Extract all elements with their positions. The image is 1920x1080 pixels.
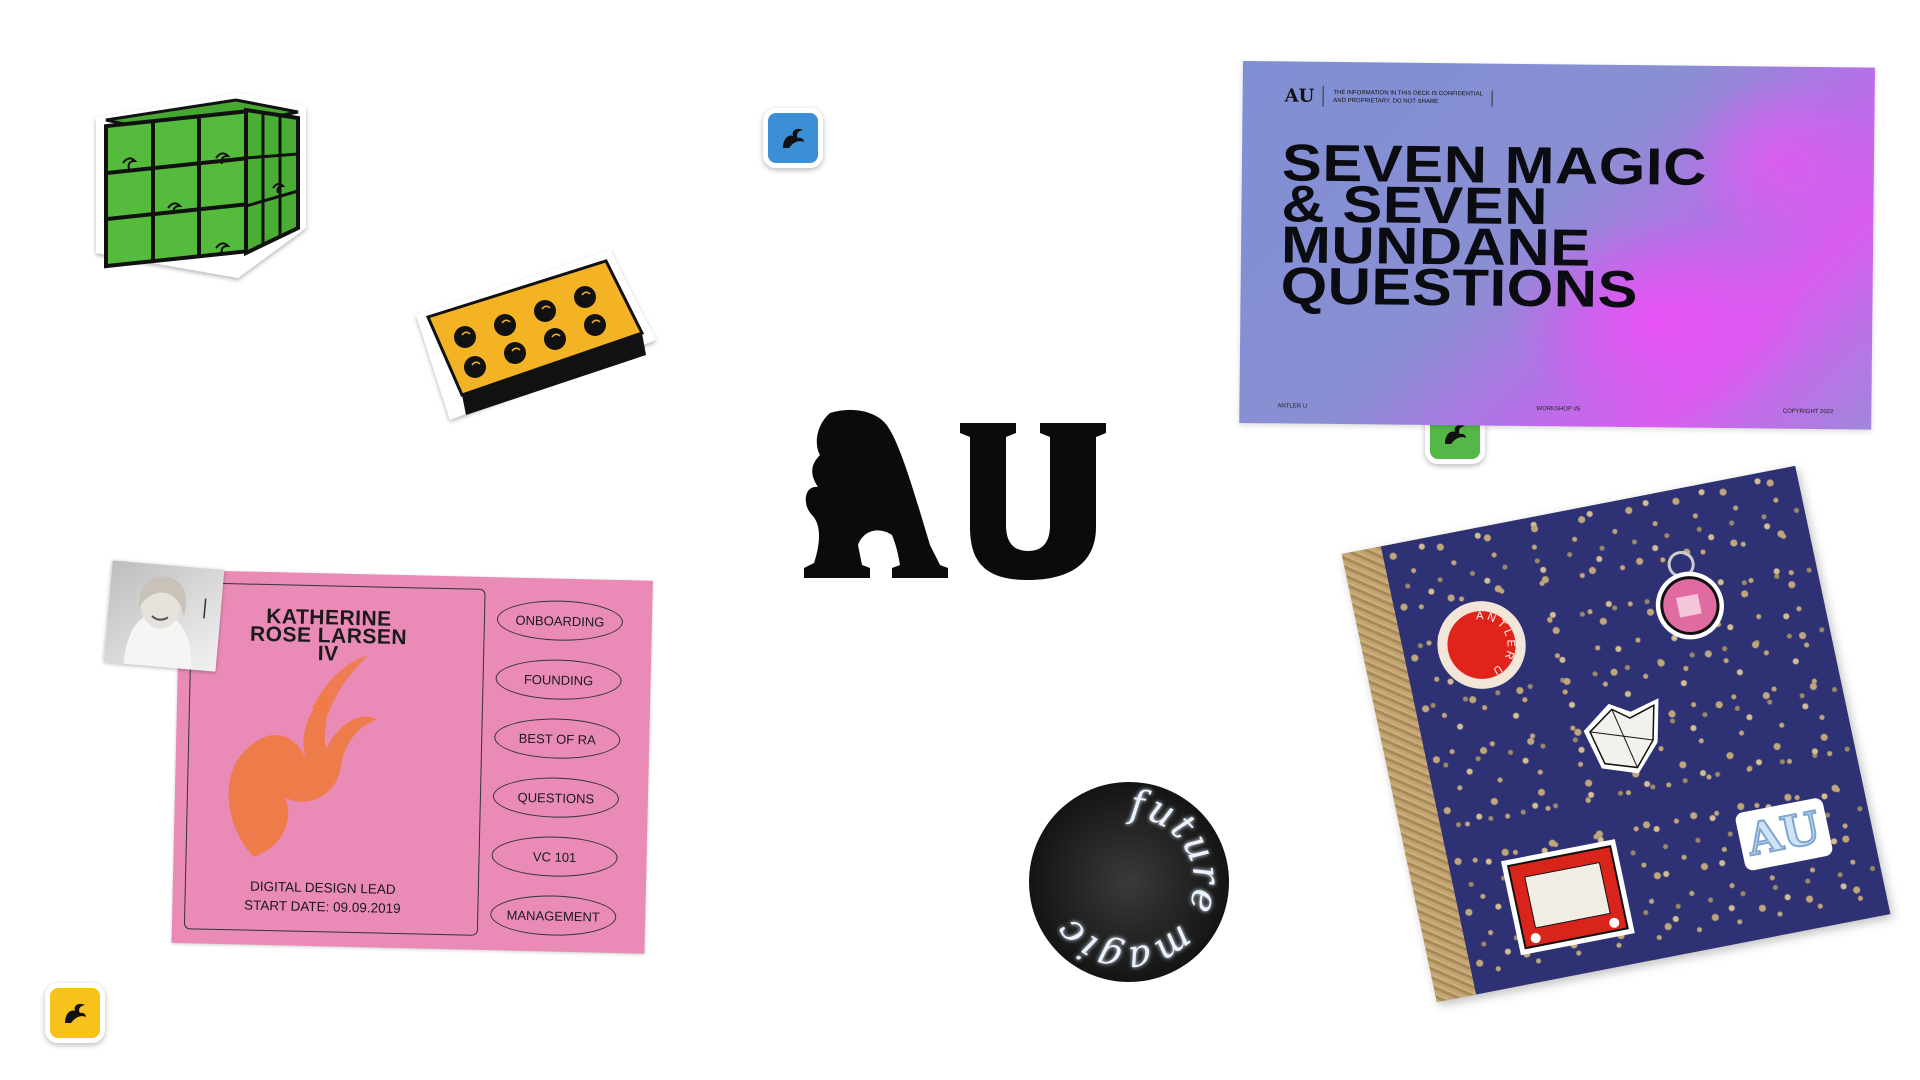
antler-sticker-blue bbox=[763, 108, 823, 168]
slide-footer-center: WORKSHOP #5 bbox=[1536, 406, 1581, 413]
slide-header-note: THE INFORMATION IN THIS DECK IS CONFIDEN… bbox=[1333, 88, 1493, 107]
slide-footer-right: COPYRIGHT 2022 bbox=[1782, 408, 1834, 416]
cube-sticker bbox=[96, 93, 306, 278]
etch-sketch-sticker bbox=[1500, 839, 1635, 956]
slide-footer-left: ANTLER U bbox=[1277, 403, 1308, 410]
course-pill-management: MANAGEMENT bbox=[489, 894, 617, 937]
antler-icon bbox=[783, 128, 804, 148]
future-magic-neon-badge: future magic bbox=[1025, 778, 1233, 986]
paper-fortune-teller-sticker bbox=[1583, 698, 1659, 774]
portrait-image bbox=[103, 560, 225, 672]
employee-photo bbox=[103, 560, 225, 672]
antler-icon bbox=[1445, 424, 1466, 444]
course-pill-founding: FOUNDING bbox=[495, 658, 623, 702]
employee-role-block: DIGITAL DESIGN LEAD START DATE: 09.09.20… bbox=[192, 875, 453, 919]
id-card: KATHERINE ROSE LARSEN IV DIGITAL DESIGN … bbox=[171, 570, 653, 956]
presentation-slide: AU THE INFORMATION IN THIS DECK IS CONFI… bbox=[1239, 61, 1875, 430]
antler-u-pin: ANTLER U bbox=[1437, 601, 1526, 689]
composition-notebook: ANTLER U AU bbox=[1341, 465, 1891, 1003]
slide-header: AU THE INFORMATION IN THIS DECK IS CONFI… bbox=[1284, 85, 1493, 108]
slide-title: SEVEN MAGIC & SEVEN MUNDANE QUESTIONS bbox=[1280, 134, 1875, 320]
brick-sticker bbox=[416, 250, 656, 420]
course-pill-vc-101: VC 101 bbox=[491, 835, 619, 878]
employee-name: KATHERINE ROSE LARSEN IV bbox=[208, 605, 449, 666]
keychain-sticker bbox=[1655, 550, 1725, 640]
course-list: ONBOARDING FOUNDING BEST OF RA QUESTIONS… bbox=[489, 599, 637, 956]
antler-sticker-yellow bbox=[45, 983, 105, 1043]
slide-title-line: QUESTIONS bbox=[1280, 257, 1639, 320]
slide-header-logo: AU bbox=[1284, 85, 1324, 107]
course-pill-best-of-ra: BEST OF RA bbox=[493, 717, 621, 761]
orange-antler-graphic bbox=[228, 655, 377, 857]
course-pill-onboarding: ONBOARDING bbox=[496, 599, 624, 643]
au-logo bbox=[804, 409, 1106, 580]
antler-icon bbox=[65, 1003, 86, 1023]
course-pill-questions: QUESTIONS bbox=[492, 776, 620, 820]
